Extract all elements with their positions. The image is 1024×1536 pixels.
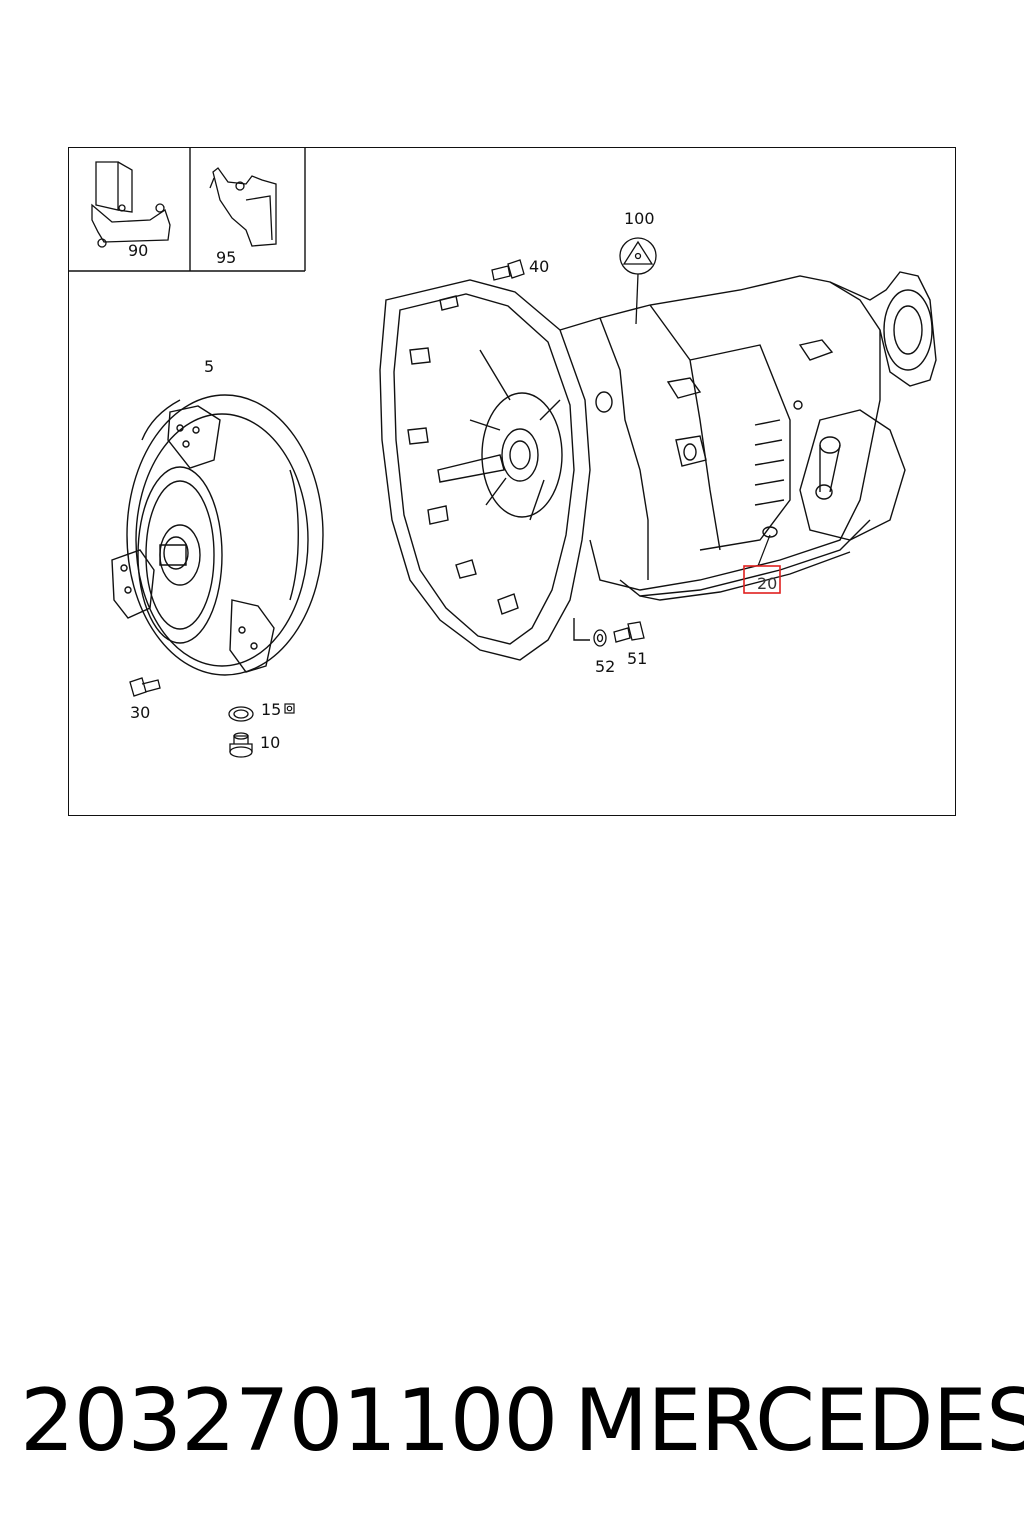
callout-52: 52 <box>595 657 615 676</box>
label-plate-100-drawing <box>619 237 657 325</box>
washer-52-drawing <box>593 629 607 647</box>
bracket-95-drawing <box>209 167 277 247</box>
bolt-30-drawing <box>129 677 161 697</box>
part-number: 2032701100 <box>20 1371 558 1471</box>
diagram-frame <box>68 147 956 816</box>
callout-40: 40 <box>529 257 549 276</box>
brand-name: MERCEDES <box>574 1371 1024 1471</box>
seal-15-drawing <box>228 706 254 722</box>
callout-20: 20 <box>757 574 777 593</box>
callout-30: 30 <box>130 703 150 722</box>
callout-5: 5 <box>204 357 214 376</box>
callout-51: 51 <box>627 649 647 668</box>
callout-15: 15 <box>261 700 281 719</box>
callout-10: 10 <box>260 733 280 752</box>
transmission-housing-drawing <box>379 271 937 661</box>
bracket-90-drawing <box>91 161 171 248</box>
replacement-mark-icon <box>284 703 295 714</box>
callout-100: 100 <box>624 209 655 228</box>
inset-panels <box>68 147 306 272</box>
part-caption: 2032701100 MERCEDES <box>0 1366 1024 1476</box>
plug-10-drawing <box>229 732 253 758</box>
bolt-51-drawing <box>613 621 645 643</box>
bolt-40-drawing <box>491 259 525 281</box>
torque-converter-drawing <box>111 394 324 676</box>
callout-90: 90 <box>128 241 148 260</box>
callout-20-highlight-box <box>743 565 781 594</box>
leader-line-20 <box>757 534 771 567</box>
callout-95: 95 <box>216 248 236 267</box>
